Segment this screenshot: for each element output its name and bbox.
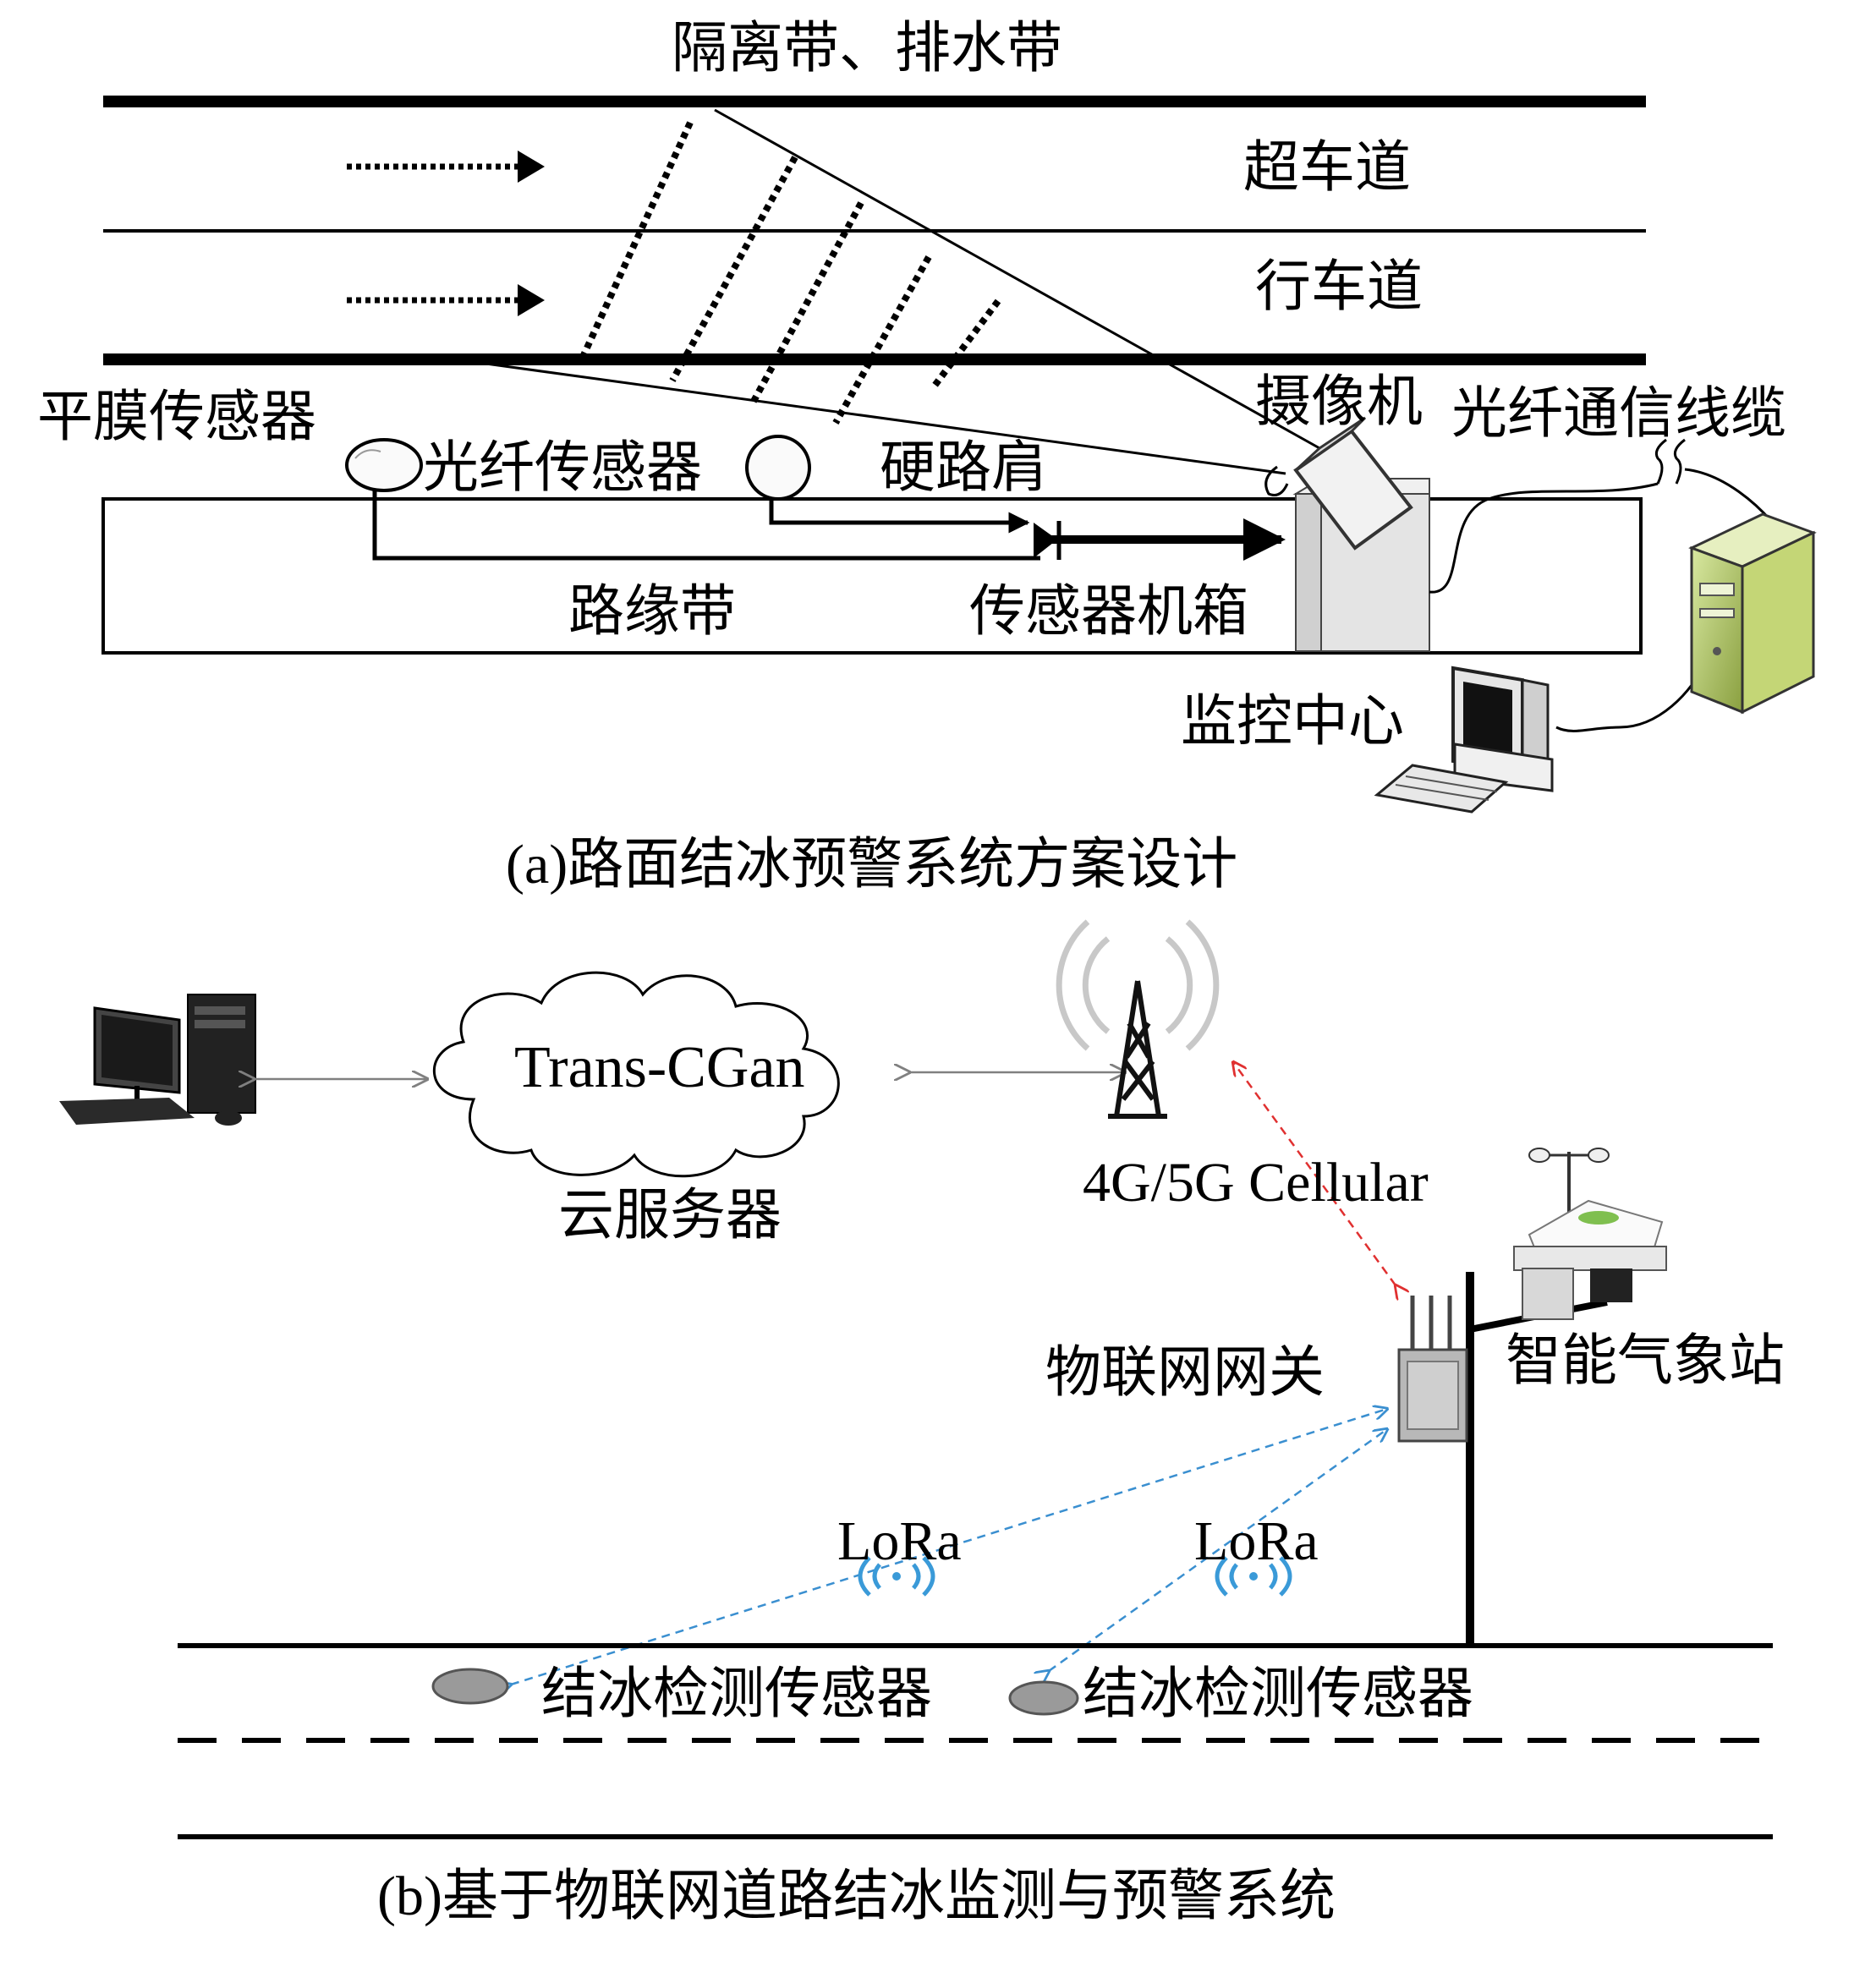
iot-gateway-label: 物联网网关: [1045, 1340, 1325, 1405]
camera-label: 摄像机: [1255, 369, 1423, 434]
ice-sensor-right-icon: [1008, 1680, 1079, 1716]
monitor-center-label: 监控中心: [1181, 688, 1404, 753]
weather-station-label: 智能气象站: [1506, 1328, 1785, 1393]
lora-signal-icon-right: [1215, 1556, 1292, 1597]
desktop-computer-icon: [59, 994, 256, 1126]
shoulder-box: [101, 497, 1643, 655]
traffic-arrows: [347, 151, 545, 316]
median-label: 隔离带、排水带: [672, 15, 1062, 80]
caption-a: (a)路面结冰预警系统方案设计: [506, 834, 1238, 896]
camera-icon: [1264, 416, 1413, 551]
camera-view-field: [473, 108, 1336, 475]
cloud-server-label: 云服务器: [558, 1182, 782, 1247]
curb-strip-label: 路缘带: [568, 578, 736, 644]
fiber-cable-label: 光纤通信线缆: [1451, 381, 1786, 446]
sensor-cabinet-label: 传感器机箱: [969, 578, 1248, 644]
caption-b: (b)基于物联网道路结冰监测与预警系统: [377, 1866, 1336, 1927]
server-tower-icon: [1688, 512, 1817, 715]
hard-shoulder-label: 硬路肩: [880, 435, 1047, 500]
membrane-sensor-icon: [345, 438, 423, 492]
driving-lane-label: 行车道: [1255, 254, 1423, 319]
sensor-wiring: [372, 484, 1286, 561]
cellular-label: 4G/5G Cellular: [1083, 1152, 1429, 1214]
fiber-sensor-label: 光纤传感器: [423, 435, 702, 500]
road-b-lines: [178, 1643, 1773, 1839]
lora-right-label: LoRa: [1194, 1510, 1319, 1572]
membrane-sensor-label: 平膜传感器: [37, 384, 316, 449]
cloud-icon: [432, 971, 840, 1178]
lora-left-label: LoRa: [837, 1510, 962, 1572]
fiber-sensor-icon: [745, 435, 811, 501]
monitor-pc-icon: [1374, 666, 1554, 814]
cellular-link: [1233, 1062, 1396, 1285]
ice-sensor-right-label: 结冰检测传感器: [1083, 1661, 1473, 1726]
cell-tower-icon: [1056, 919, 1220, 1119]
iot-gateway-icon: [1397, 1296, 1468, 1443]
lora-signal-icon-left: [858, 1556, 935, 1597]
weather-station-icon: [1466, 1148, 1667, 1644]
ice-sensor-left-icon: [431, 1668, 509, 1705]
ice-sensor-left-label: 结冰检测传感器: [541, 1661, 932, 1726]
lora-link-right: [1049, 1429, 1387, 1671]
overtaking-lane-label: 超车道: [1243, 134, 1411, 200]
cloud-model-label: Trans-CGan: [514, 1035, 805, 1100]
